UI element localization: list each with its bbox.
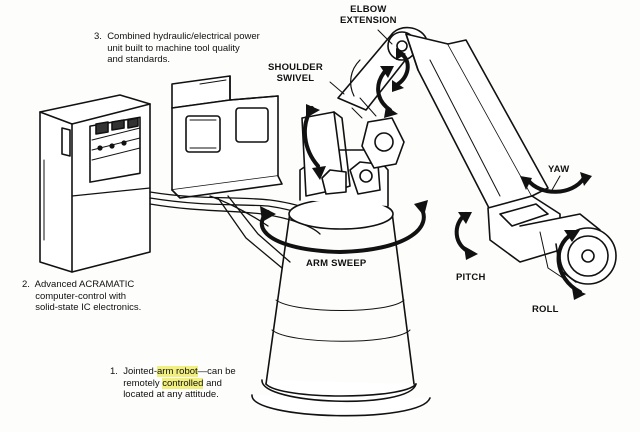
note-jointed-arm-part: and	[203, 377, 222, 389]
arrow-heads	[260, 48, 592, 300]
note-jointed-arm-part: remotely	[110, 377, 163, 389]
note-computer-control: 2. Advanced ACRAMATIC computer-control w…	[22, 279, 142, 313]
leader-lines	[329, 29, 561, 191]
note-jointed-arm-part: —can be	[197, 366, 236, 377]
power-unit	[171, 75, 283, 199]
wrist	[487, 195, 617, 285]
note-jointed-arm: 1. Jointed-arm robot—can be remotely con…	[110, 366, 236, 401]
note-power-unit: 3. Combined hydraulic/electrical power u…	[94, 31, 260, 65]
pedestal	[251, 198, 431, 417]
forearm	[405, 33, 549, 211]
highlight-controlled: controlled	[162, 377, 204, 389]
control-cabinet	[39, 94, 151, 273]
label-yaw: YAW	[548, 164, 570, 175]
note-jointed-arm-part: 1. Jointed-	[110, 366, 157, 377]
highlight-arm-robot: arm robot	[157, 366, 198, 377]
note-jointed-arm-part: located at any attitude.	[110, 389, 219, 400]
label-pitch: PITCH	[456, 272, 486, 283]
label-shoulder-swivel: SHOULDER SWIVEL	[268, 62, 323, 84]
shoulder-turret	[299, 111, 405, 207]
label-arm-sweep: ARM SWEEP	[306, 258, 367, 269]
label-elbow-extension: ELBOW EXTENSION	[340, 4, 397, 26]
label-roll: ROLL	[532, 304, 559, 315]
